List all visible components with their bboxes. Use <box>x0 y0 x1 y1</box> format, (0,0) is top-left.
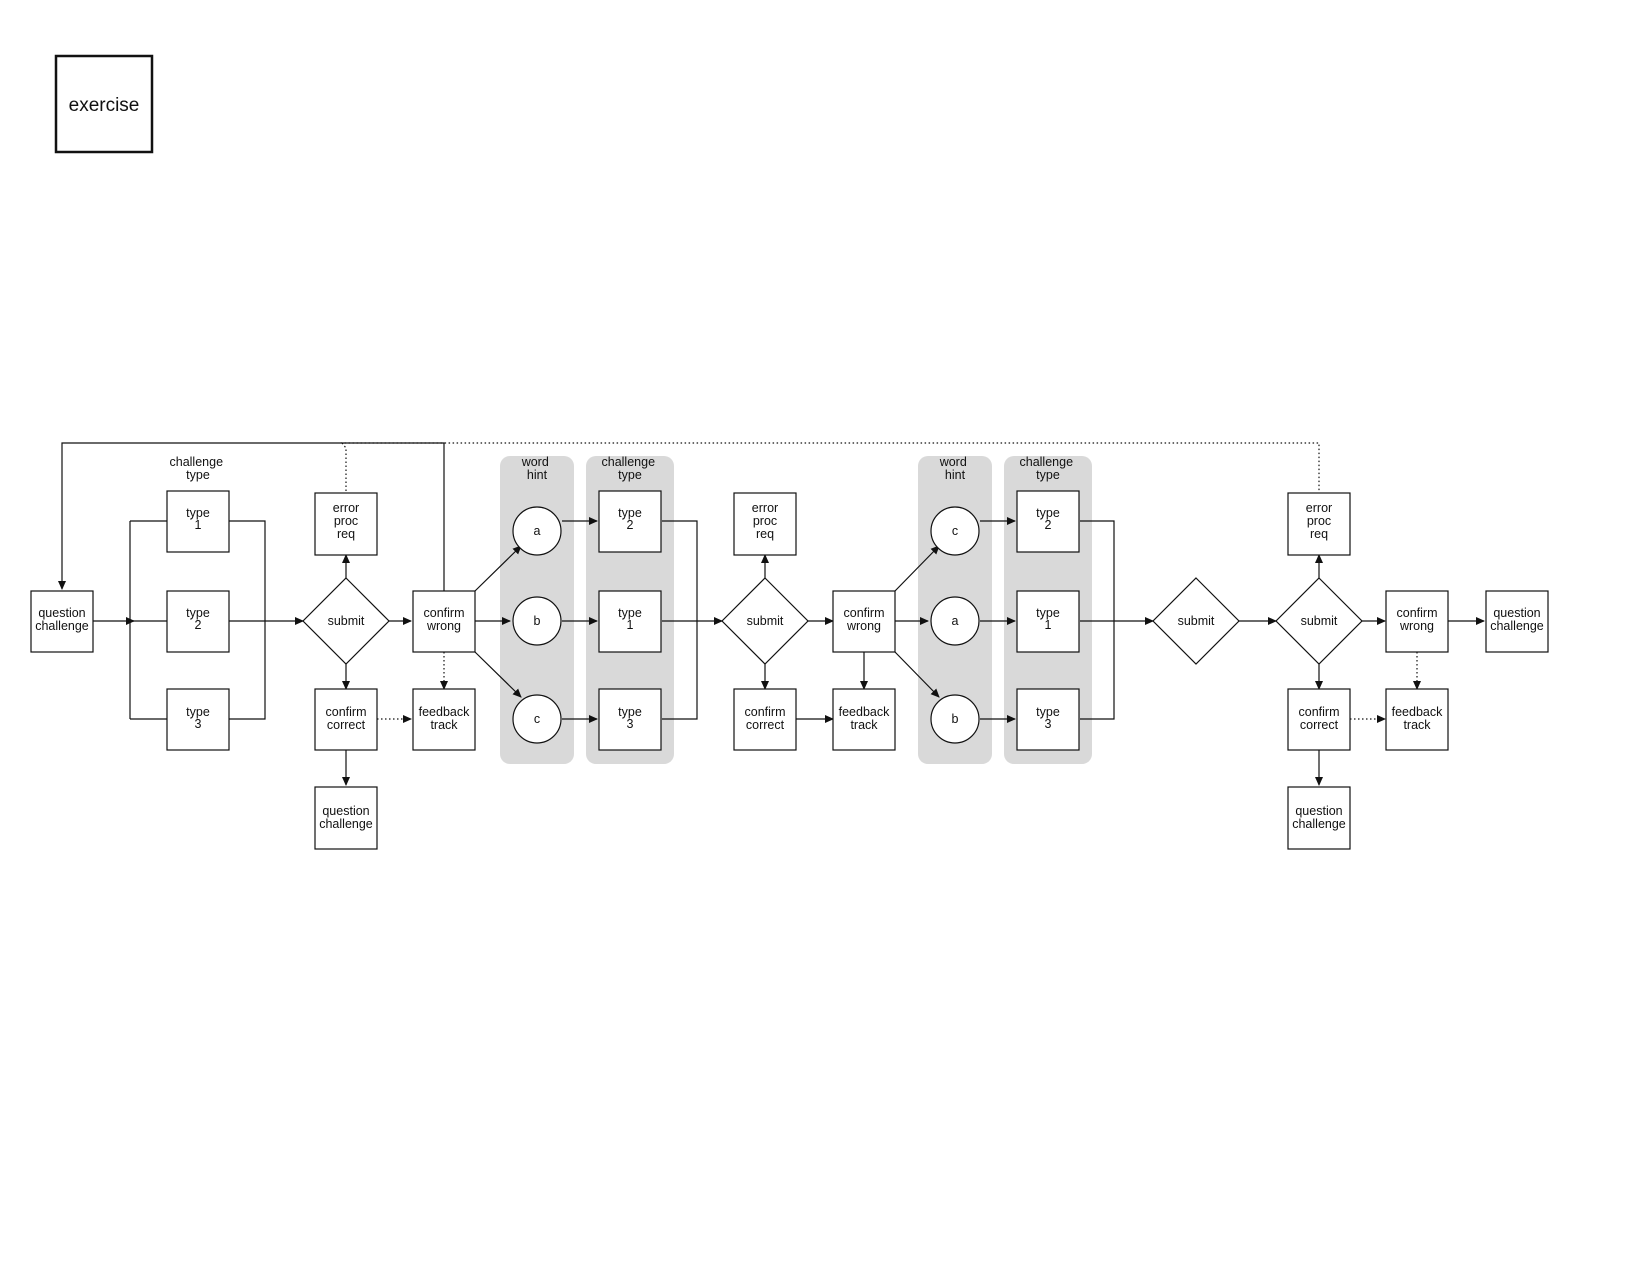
svg-text:submit: submit <box>1301 614 1338 628</box>
node-hint-b-2[interactable]: b <box>930 694 980 744</box>
node-submit-4[interactable]: submit <box>1275 577 1363 665</box>
node-submit-2[interactable]: submit <box>721 577 809 665</box>
svg-text:a: a <box>952 614 959 628</box>
edges <box>58 442 1485 786</box>
edge-error-dotted-top <box>340 442 1320 491</box>
edge-ct3-join <box>1080 520 1115 720</box>
edge-ct2-join <box>662 520 698 720</box>
group-label-challenge-type-1: challenge type <box>170 455 227 482</box>
group-label-word-hint-1: word hint <box>521 455 553 482</box>
svg-text:c: c <box>534 712 540 726</box>
svg-text:submit: submit <box>1178 614 1215 628</box>
node-submit-3[interactable]: submit <box>1152 577 1240 665</box>
node-hint-b-1[interactable]: b <box>512 596 562 646</box>
node-hint-a-1[interactable]: a <box>512 506 562 556</box>
edge-cw2-h2b <box>894 651 940 698</box>
svg-text:b: b <box>534 614 541 628</box>
svg-text:c: c <box>952 524 958 538</box>
group-label-word-hint-2: word hint <box>939 455 971 482</box>
edge-cw1-h1a <box>474 545 522 592</box>
node-hint-a-2[interactable]: a <box>930 596 980 646</box>
svg-text:a: a <box>534 524 541 538</box>
node-hint-c-2[interactable]: c <box>930 506 980 556</box>
edge-loop-to-start <box>58 442 445 591</box>
node-submit-1[interactable]: submit <box>302 577 390 665</box>
group-label-challenge-type-2: challenge type <box>602 455 659 482</box>
page-title: exercise <box>69 95 140 116</box>
title-box: exercise <box>54 54 154 154</box>
edge-join-bar <box>229 520 266 720</box>
group-label-challenge-type-3: challenge type <box>1020 455 1077 482</box>
edge-cw1-h1c <box>474 651 522 698</box>
svg-text:submit: submit <box>328 614 365 628</box>
edge-cw2-h2c <box>894 545 940 592</box>
node-hint-c-1[interactable]: c <box>512 694 562 744</box>
svg-text:b: b <box>952 712 959 726</box>
svg-text:submit: submit <box>747 614 784 628</box>
